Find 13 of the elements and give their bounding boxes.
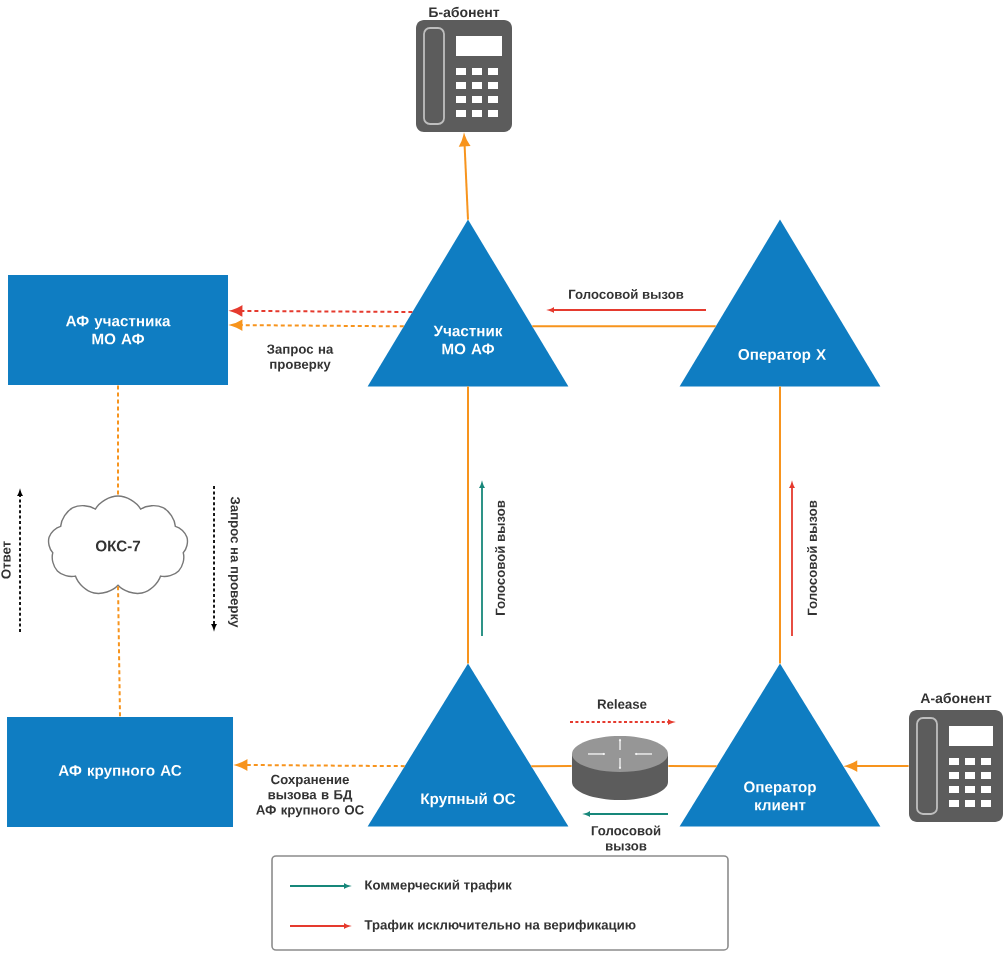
connector <box>231 305 414 317</box>
connector <box>531 325 717 328</box>
router-icon <box>572 736 668 800</box>
connector <box>779 385 781 665</box>
connector <box>236 759 406 771</box>
connector <box>117 585 121 718</box>
connector <box>459 135 470 221</box>
connector <box>117 384 119 497</box>
connector <box>845 761 910 772</box>
connector <box>231 320 405 331</box>
connector <box>530 765 573 768</box>
connector <box>667 765 718 768</box>
connector <box>467 385 469 665</box>
